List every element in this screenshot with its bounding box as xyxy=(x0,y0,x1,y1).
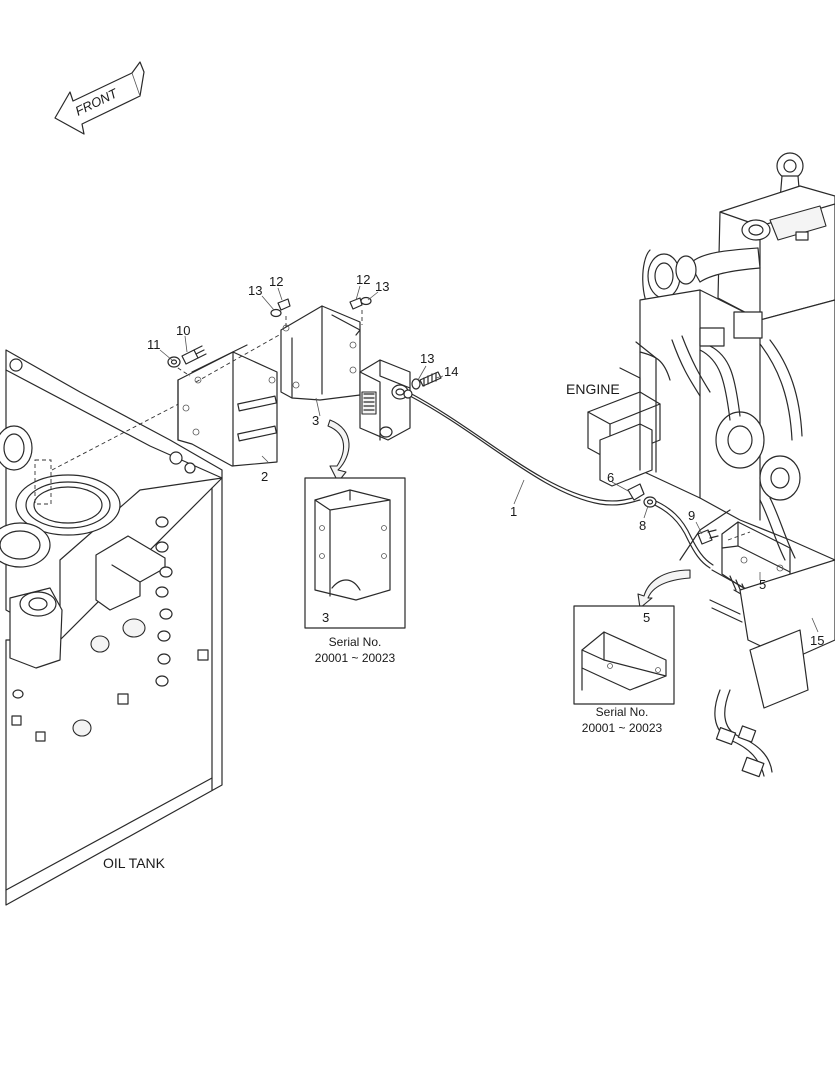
detail-pointer-arrow-icon xyxy=(327,419,350,483)
part-label-13b: 13 xyxy=(375,279,389,294)
part-label-15: 15 xyxy=(810,633,824,648)
engine-label: ENGINE xyxy=(566,381,620,397)
detail-box-3-caption-line2: 20001 ~ 20023 xyxy=(315,651,396,665)
part-label-11: 11 xyxy=(147,337,161,352)
part-label-1: 1 xyxy=(510,504,517,519)
front-direction-arrow-icon: FRONT xyxy=(54,61,145,135)
detail-box-5-part-label: 5 xyxy=(643,610,650,625)
part-label-12a: 12 xyxy=(269,274,283,289)
detail-box-5-caption-line2: 20001 ~ 20023 xyxy=(582,721,663,735)
detail-pointer-arrow-icon xyxy=(637,569,691,609)
part-label-5: 5 xyxy=(759,577,766,592)
part-label-10: 10 xyxy=(176,323,190,338)
bracket-part-3 xyxy=(280,305,363,401)
cable-part-1 xyxy=(403,389,714,569)
hardware-items xyxy=(167,296,719,545)
part-label-8: 8 xyxy=(639,518,646,533)
oil-tank xyxy=(0,349,223,906)
detail-box-3-caption-line1: Serial No. xyxy=(329,635,382,649)
part-label-2: 2 xyxy=(261,469,268,484)
detail-box-5-caption-line1: Serial No. xyxy=(596,705,649,719)
part-number-labels: 1 2 3 5 6 8 9 10 11 12 12 13 13 13 14 15 xyxy=(147,272,824,648)
part-label-9: 9 xyxy=(688,508,695,523)
detail-box-part-3: 3 Serial No. 20001 ~ 20023 xyxy=(304,419,406,665)
part-label-13c: 13 xyxy=(420,351,434,366)
part-label-3: 3 xyxy=(312,413,319,428)
part-label-6: 6 xyxy=(607,470,614,485)
engine-assembly xyxy=(587,152,835,778)
detail-box-part-5: 5 Serial No. 20001 ~ 20023 xyxy=(573,569,691,735)
bracket-part-2 xyxy=(171,329,289,467)
part-label-12b: 12 xyxy=(356,272,370,287)
oil-tank-label: OIL TANK xyxy=(103,855,166,871)
leader-lines xyxy=(159,285,819,633)
detail-box-3-part-label: 3 xyxy=(322,610,329,625)
part-label-13a: 13 xyxy=(248,283,262,298)
part-label-14: 14 xyxy=(444,364,458,379)
controller-actuator xyxy=(359,359,411,441)
